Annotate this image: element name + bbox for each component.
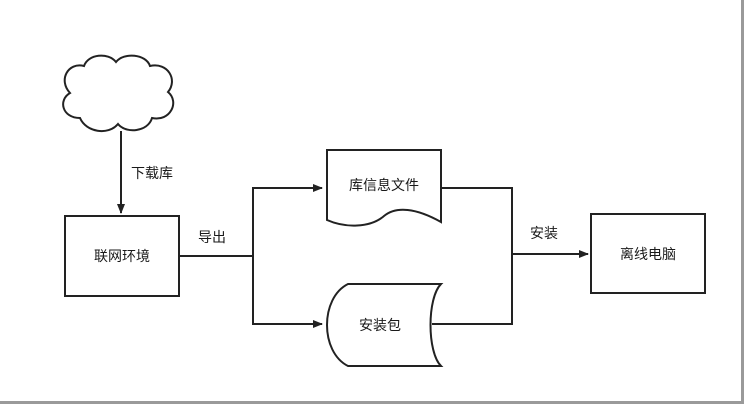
node-install-package — [326, 283, 444, 367]
node-offline-pc-label: 离线电脑 — [620, 246, 676, 263]
edge-install-from-libinfo — [441, 187, 513, 254]
edge-export-to-package — [252, 256, 323, 328]
edge-label-install: 安装 — [530, 226, 558, 242]
node-offline-pc — [590, 213, 706, 294]
edge-label-download-lib: 下载库 — [131, 166, 173, 182]
node-install-package-label: 安装包 — [359, 318, 401, 334]
cloud-shape — [62, 54, 175, 133]
node-lib-info-file-label: 库信息文件 — [349, 177, 419, 194]
node-lib-info-file — [326, 149, 442, 227]
edge-label-export: 导出 — [198, 230, 226, 246]
edge-export-to-libinfo — [252, 184, 323, 256]
node-online-env-label: 联网环境 — [94, 249, 150, 265]
edge-install-from-package — [432, 254, 513, 325]
